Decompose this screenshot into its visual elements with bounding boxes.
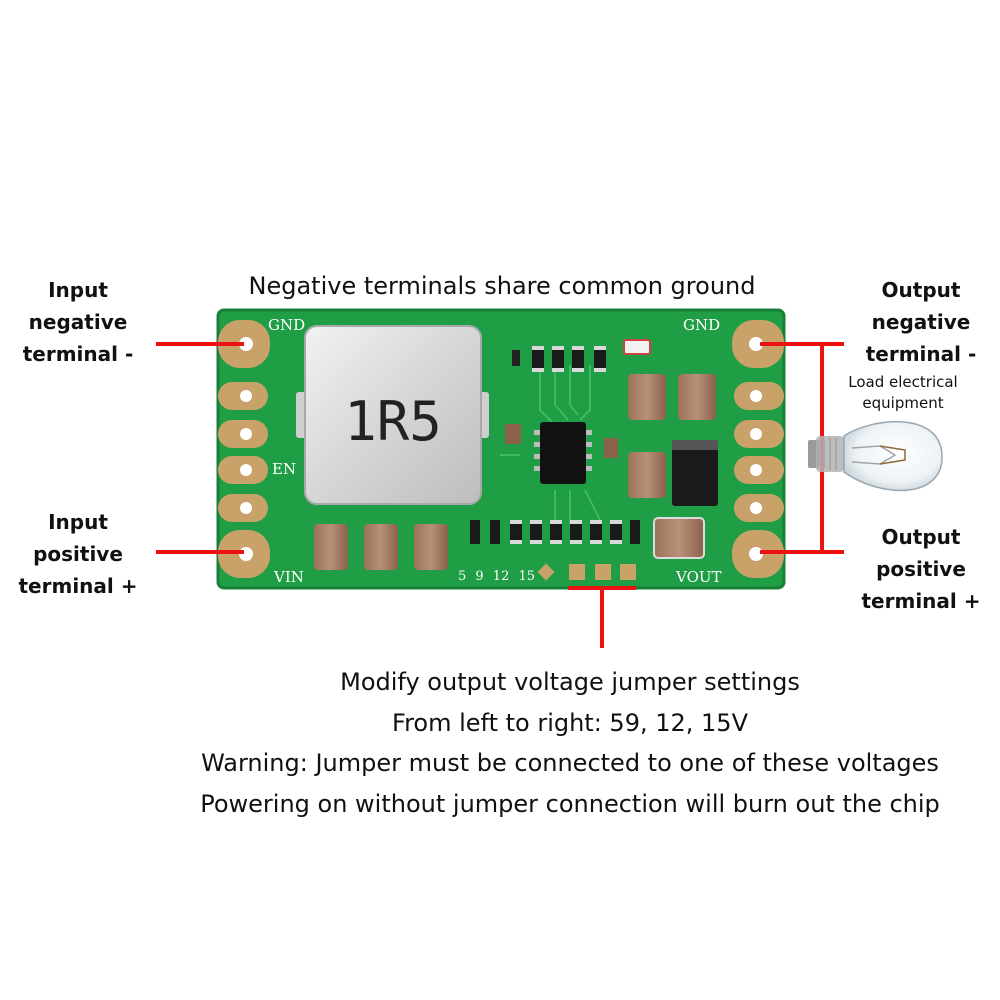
left-pad-holes bbox=[239, 337, 253, 561]
light-bulb-icon bbox=[808, 420, 943, 492]
note-line-4: Powering on without jumper connection wi… bbox=[200, 789, 940, 818]
jumper-notes: Modify output voltage jumper settings Fr… bbox=[150, 662, 990, 824]
status-led bbox=[623, 339, 651, 355]
note-line-3: Warning: Jumper must be connected to one… bbox=[201, 749, 939, 777]
load-label-line-1: Load electrical bbox=[848, 373, 958, 391]
input-positive-line-3: terminal + bbox=[18, 574, 138, 598]
test-point bbox=[537, 563, 555, 581]
output-positive-label: Output positive terminal + bbox=[858, 521, 984, 617]
silk-jumper-values: 5 9 12 15 bbox=[458, 569, 535, 584]
note-line-1: Modify output voltage jumper settings bbox=[340, 668, 800, 696]
diode-band bbox=[672, 440, 718, 450]
pcb-bevel bbox=[216, 308, 786, 590]
cap-input-3 bbox=[414, 524, 448, 570]
cap-right-2 bbox=[678, 374, 716, 420]
jumper-pads[interactable] bbox=[569, 564, 636, 580]
output-negative-line-3: terminal - bbox=[865, 342, 977, 366]
input-negative-line-3: terminal - bbox=[22, 342, 134, 366]
input-negative-label: Input negative terminal - bbox=[14, 274, 142, 370]
ic-chip bbox=[540, 422, 586, 484]
small-cap-2 bbox=[604, 438, 618, 458]
output-negative-label: Output negative terminal - bbox=[858, 274, 984, 370]
silk-gnd-left: GND bbox=[268, 316, 305, 334]
input-negative-line-2: negative bbox=[28, 310, 128, 334]
silk-en: EN bbox=[272, 460, 296, 478]
cap-input-1 bbox=[314, 524, 348, 570]
load-label-line-2: equipment bbox=[862, 394, 944, 412]
silk-vin: VIN bbox=[273, 568, 304, 586]
jumper-pad-1[interactable] bbox=[569, 564, 585, 580]
output-positive-line-3: terminal + bbox=[861, 589, 981, 613]
output-negative-line-2: negative bbox=[871, 310, 971, 334]
pcb-traces bbox=[500, 365, 601, 525]
load-equipment-label: Load electrical equipment bbox=[838, 372, 968, 414]
input-positive-label: Input positive terminal + bbox=[14, 506, 142, 602]
top-resistors bbox=[512, 346, 606, 372]
inductor-marking: 1R5 bbox=[344, 390, 442, 453]
right-pad-holes bbox=[749, 337, 763, 561]
input-positive-line-2: positive bbox=[33, 542, 123, 566]
silk-vout: VOUT bbox=[675, 568, 722, 586]
bottom-resistors bbox=[470, 520, 640, 544]
output-negative-line-1: Output bbox=[881, 278, 961, 302]
output-positive-line-2: positive bbox=[876, 557, 966, 581]
ic-pins bbox=[534, 430, 592, 471]
cap-right-1 bbox=[628, 374, 666, 420]
jumper-pad-2[interactable] bbox=[595, 564, 611, 580]
inductor-body bbox=[304, 325, 482, 505]
jumper-pad-3[interactable] bbox=[620, 564, 636, 580]
cap-right-3 bbox=[628, 452, 666, 498]
diode bbox=[672, 440, 718, 506]
cap-input-2 bbox=[364, 524, 398, 570]
common-ground-caption: Negative terminals share common ground bbox=[248, 272, 756, 300]
cap-right-4 bbox=[653, 517, 705, 559]
small-cap-1 bbox=[505, 424, 521, 444]
note-line-2: From left to right: 59, 12, 15V bbox=[392, 708, 748, 737]
output-positive-line-1: Output bbox=[881, 525, 961, 549]
input-negative-line-1: Input bbox=[48, 278, 108, 302]
silk-gnd-right: GND bbox=[683, 316, 720, 334]
input-positive-line-1: Input bbox=[48, 510, 108, 534]
